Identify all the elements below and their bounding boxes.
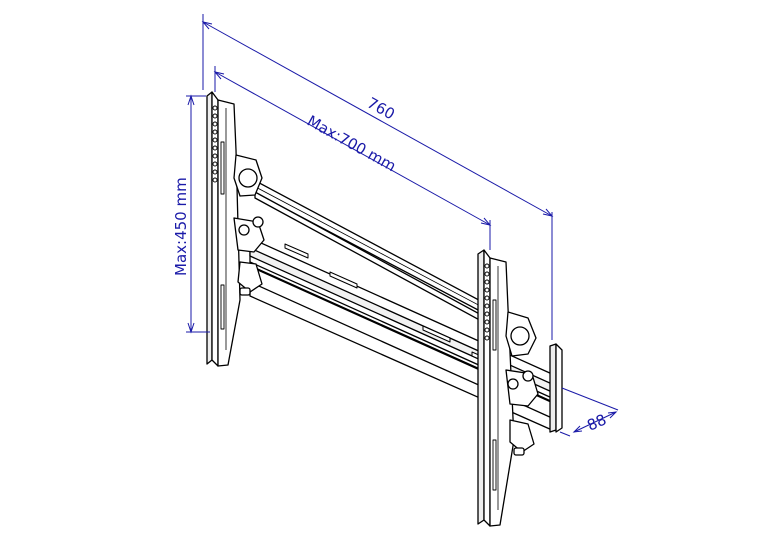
wall-plate — [249, 237, 563, 433]
left-hole-column — [212, 105, 218, 183]
right-vertical-bracket — [477, 249, 539, 527]
left-vertical-bracket — [206, 91, 265, 367]
max-width-label: Max:700 mm — [304, 112, 399, 176]
overall-width-label: 760 — [364, 94, 398, 124]
right-hole-column — [484, 263, 490, 341]
depth-label: 88 — [584, 410, 609, 434]
max-height-label: Max:450 mm — [172, 177, 190, 276]
tv-wall-mount — [206, 91, 563, 527]
dimension-lines — [186, 14, 619, 437]
